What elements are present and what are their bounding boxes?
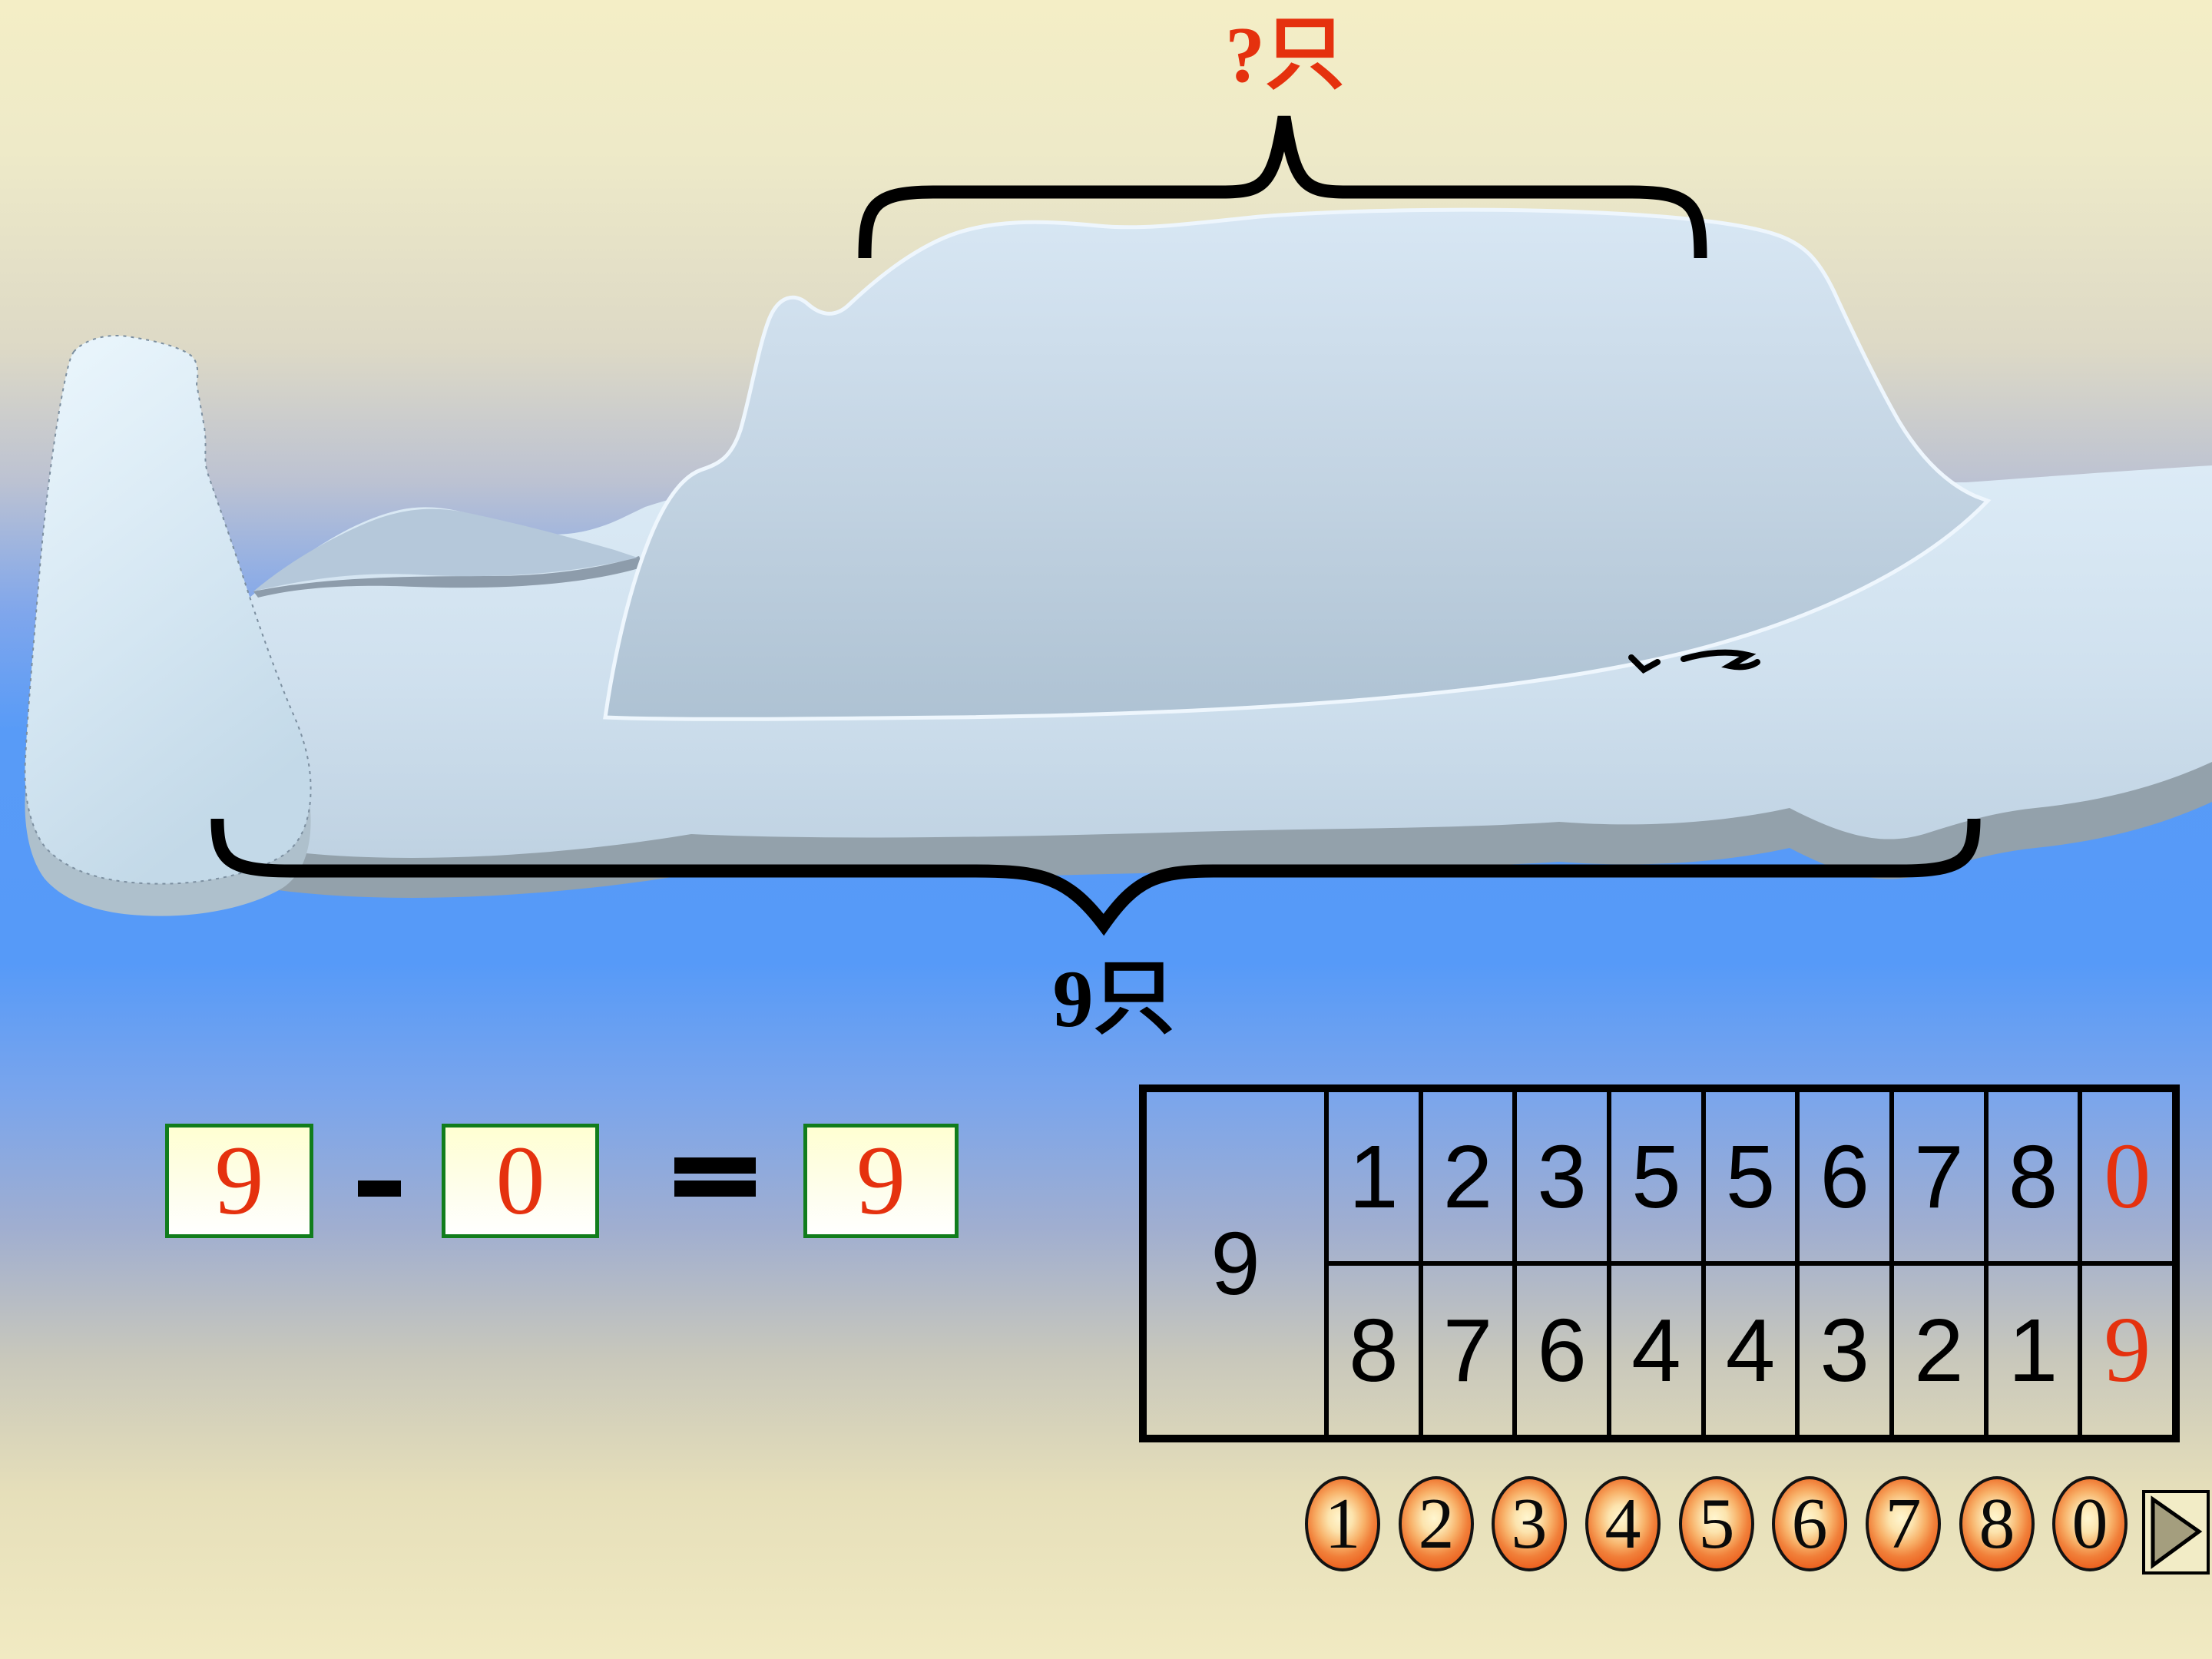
table-cell: 7 [1442,1300,1493,1400]
nav-button-4[interactable]: 4 [1585,1476,1661,1571]
ice-spike [24,335,312,916]
table-column: 5 4 [1705,1092,1800,1435]
top-brace [858,115,1707,259]
table-cell-highlight: 0 [2082,1092,2173,1266]
minuend-value: 9 [214,1126,264,1235]
table-column: 8 1 [1988,1092,2083,1435]
table-column: 3 6 [1517,1092,1612,1435]
question-count-label: ?只 [1224,11,1345,99]
nav-button-2[interactable]: 2 [1399,1476,1474,1571]
table-cell: 6 [1800,1092,1890,1266]
table-cell: 7 [1894,1092,1984,1266]
result-value: 9 [856,1126,906,1235]
nav-button-7[interactable]: 7 [1866,1476,1941,1571]
equation-minuend-box[interactable]: 9 [165,1124,313,1238]
table-cell: 8 [1988,1092,2078,1266]
table-cell: 2 [1914,1300,1964,1400]
nav-button-6[interactable]: 6 [1772,1476,1847,1571]
nav-button-5[interactable]: 5 [1679,1476,1754,1571]
table-cell: 1 [2008,1300,2058,1400]
table-column-highlight: 0 9 [2082,1092,2173,1435]
equals-sign-top-bar [674,1157,756,1174]
table-column: 6 3 [1800,1092,1895,1435]
equation-result-box[interactable]: 9 [803,1124,959,1238]
table-column: 5 4 [1611,1092,1706,1435]
table-column: 7 2 [1894,1092,1988,1435]
nav-button-0[interactable]: 0 [2052,1476,2128,1571]
table-cell: 6 [1537,1300,1587,1400]
table-cell: 1 [1329,1092,1419,1266]
nav-button-8[interactable]: 8 [1959,1476,2035,1571]
table-cell: 4 [1725,1300,1776,1400]
table-cell: 3 [1517,1092,1608,1266]
table-cell: 5 [1705,1092,1796,1266]
table-cell: 5 [1611,1092,1701,1266]
nav-button-1[interactable]: 1 [1305,1476,1380,1571]
ridge-shadow [253,556,644,598]
iceberg-mound [603,207,1992,721]
bottom-brace [210,818,1981,936]
next-slide-button[interactable] [2142,1490,2210,1575]
ice-squiggle [1628,649,1760,674]
table-cell: 3 [1820,1300,1869,1400]
decomposition-table: 9 1 8 2 7 3 6 5 4 5 4 6 3 7 2 8 [1139,1084,2180,1442]
total-count-label: 9只 [1052,954,1175,1044]
nav-button-3[interactable]: 3 [1492,1476,1567,1571]
table-cell: 4 [1631,1300,1681,1400]
play-triangle-icon [2151,1495,2203,1569]
table-cell: 2 [1422,1092,1513,1266]
ice-ridge [253,508,637,591]
equation-subtrahend-box[interactable]: 0 [442,1124,599,1238]
minus-sign [358,1181,401,1197]
subtrahend-value: 0 [495,1126,545,1235]
table-column: 2 7 [1422,1092,1518,1435]
table-cell: 8 [1349,1300,1399,1400]
table-cell-highlight: 9 [2104,1298,2151,1402]
table-total-cell: 9 [1147,1092,1329,1435]
table-column: 1 8 [1329,1092,1423,1435]
equals-sign-bottom-bar [674,1181,756,1197]
